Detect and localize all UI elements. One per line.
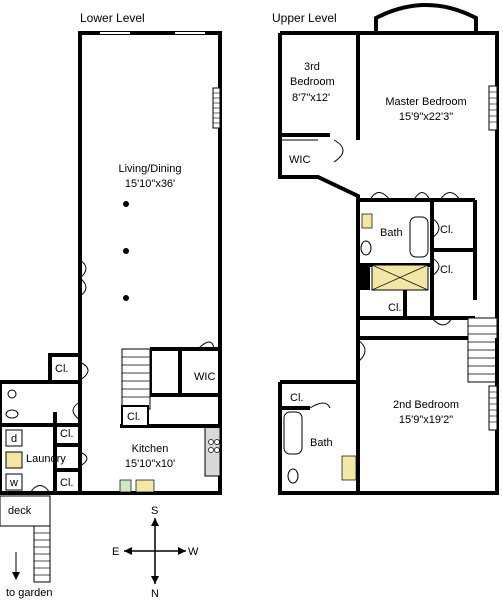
master-outer-wall [280,31,499,340]
column-2 [123,248,129,254]
lower-closet-c-label: Cl. [60,477,73,489]
core-door-4 [431,217,440,239]
compass-arrow-south [151,518,159,526]
powder-toilet [5,409,19,419]
annex-door-3 [79,451,88,467]
laundry-sink [5,451,23,469]
master-dims: 15'9"x22'3" [399,111,453,123]
garden-stair-treads [34,532,50,576]
double-door-west [79,259,87,297]
annex-door-2 [72,401,81,421]
wic-door [197,341,215,350]
lower-bath-outer-wall [278,380,358,495]
stair-void [358,265,370,290]
lower-level: Lower Level Living/Dining 15'10"x36' WIC [0,11,222,599]
compass: S N E W [112,505,199,600]
fireplace-bricks [213,92,220,124]
kitchen-closet-label: Cl. [127,411,140,423]
lower-bathtub [283,411,303,455]
dryer [5,429,23,447]
kitchen-appliance [135,479,155,493]
deck-door [29,485,51,494]
skylight-diag-2 [371,264,429,291]
lower-closet-b-label: Cl. [60,428,73,440]
garden-arrow-head [12,572,20,580]
annex-door-1 [79,361,89,381]
column-1 [123,201,129,207]
upper-level-title: Upper Level [272,11,337,25]
kitchen-sink [119,479,132,493]
lower-bath-cl-label: Cl. [290,392,303,404]
hall-door [357,339,366,363]
lower-level-title: Lower Level [80,11,145,25]
master-fireplace [488,85,498,131]
third-bed-door [333,139,344,163]
powder-sink [7,389,17,399]
upper-bath-label: Bath [380,227,403,239]
compass-arrow-east [124,547,132,555]
third-bed-outer-wall [278,33,360,338]
upper-stair-treads [468,325,497,375]
living-dining-outer-wall [78,31,222,495]
core-door-6 [431,317,453,326]
core-door-1 [369,192,391,201]
compass-west-label: W [188,546,199,558]
compass-north-label: N [151,588,159,600]
master-fireplace-bricks [489,91,497,123]
upper-cl-3-label: Cl. [388,302,401,314]
master-bay-window [374,3,478,33]
lower-bath-door [309,402,331,409]
second-bed-fireplace [488,385,498,431]
third-bed-line1: 3rd [304,61,320,73]
lower-stair-treads [122,356,150,398]
deck-label: deck [8,505,32,517]
core-door-2 [413,192,431,201]
compass-south-label: S [151,505,158,517]
second-bed-name: 2nd Bedroom [393,399,459,411]
core-door-5 [431,257,440,277]
upper-bath-toilet [360,240,372,256]
column-3 [123,295,129,301]
upper-wic-label: WIC [289,154,310,166]
compass-arrow-west [178,547,186,555]
master-name: Master Bedroom [385,96,466,108]
dryer-letter: d [11,433,17,445]
lower-bath-toilet [287,468,299,484]
deck [0,495,51,527]
laundry-label: Laundry [26,453,66,465]
upper-cl-1-label: Cl. [440,224,453,236]
compass-east-label: E [112,546,119,558]
annex-outer-wall [0,353,80,495]
kitchen-closet-box [121,405,149,427]
core-door-3 [439,192,461,201]
kitchen-dims: 15'10"x10' [125,458,175,470]
lower-stairs [121,348,151,410]
lower-wic-label: WIC [194,371,215,383]
washer-letter: w [9,477,18,489]
second-bed-fireplace-bricks [489,391,497,423]
second-bed-dims: 15'9"x19'2" [399,414,453,426]
kitchen-name: Kitchen [132,443,169,455]
lower-bath-label: Bath [310,437,333,449]
compass-arrow-north [151,576,159,584]
third-bed-dims: 8'7"x12' [292,92,330,104]
upper-cl-2-label: Cl. [440,264,453,276]
washer [5,473,23,491]
upper-bath-sink [361,213,373,229]
lower-closet-a-label: Cl. [55,363,68,375]
upper-bathtub [409,216,429,258]
upper-level: Upper Level 3rd Bedroom 8'7"x12' WIC Mas… [272,3,499,495]
living-dining-dims: 15'10"x36' [125,178,175,190]
third-bed-line2: Bedroom [290,76,335,88]
lower-bath-sink [341,455,357,481]
living-dining-name: Living/Dining [119,163,182,175]
stove-burners [208,439,220,453]
to-garden-label: to garden [6,587,52,599]
